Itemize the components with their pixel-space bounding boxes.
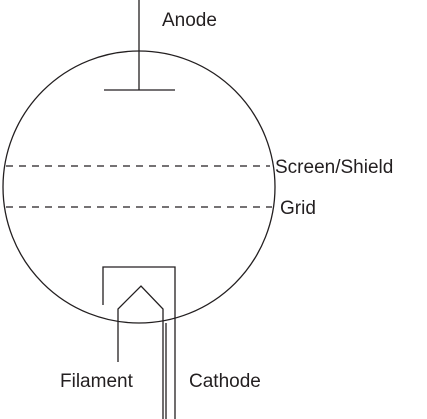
cathode-sleeve <box>102 266 176 419</box>
tube-envelope <box>2 50 276 324</box>
screen-shield-label: Screen/Shield <box>275 157 393 178</box>
cathode-label: Cathode <box>189 371 261 392</box>
grid-label: Grid <box>280 198 316 219</box>
filament-label: Filament <box>60 371 134 392</box>
anode-label: Anode <box>162 10 217 31</box>
filament-heater <box>117 285 164 419</box>
